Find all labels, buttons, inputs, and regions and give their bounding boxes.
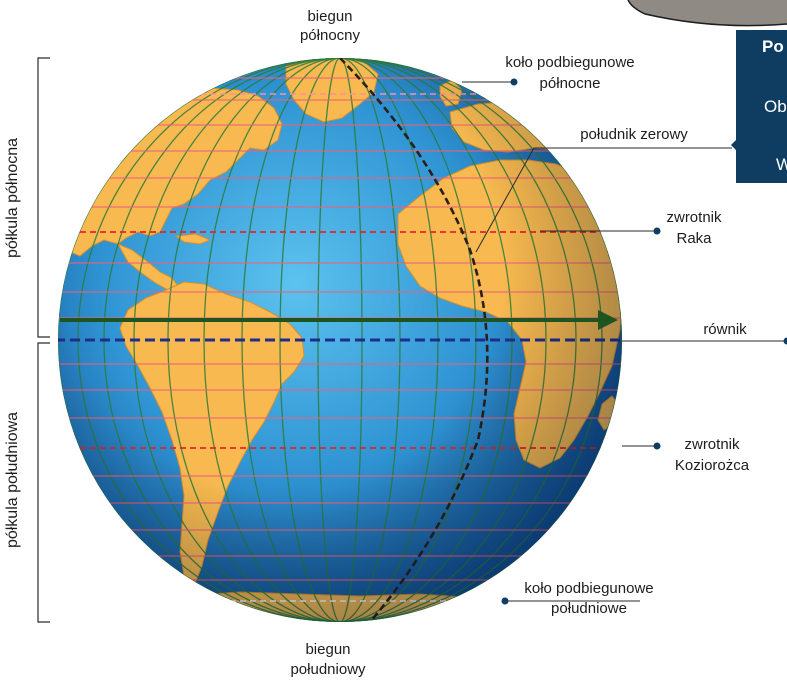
tropic-capricorn-label-line2: Koziorożca	[675, 457, 750, 474]
northern-hemisphere-bracket	[37, 57, 50, 338]
southern-hemisphere-bracket	[37, 342, 50, 623]
card-line-1: Po	[762, 37, 784, 56]
tropic-cancer-label-line2: Raka	[676, 230, 712, 247]
photo-thumbnail	[627, 0, 787, 27]
antarctic-circle-label-line1: koło podbiegunowe	[524, 580, 653, 597]
leader-lines	[462, 81, 787, 602]
info-card[interactable]: Po Ob W	[731, 30, 787, 183]
arctic-circle-label-line2: północne	[540, 75, 601, 92]
north-pole-label-line2: północny	[300, 27, 361, 44]
card-line-2: Ob	[764, 97, 787, 116]
arctic-circle-label-line1: koło podbiegunowe	[505, 54, 634, 71]
rotation-arrow	[60, 310, 618, 330]
prime-meridian-label: południk zerowy	[580, 126, 688, 143]
antarctic-circle-label-line2: południowe	[551, 600, 627, 617]
card-line-3: W	[776, 155, 787, 174]
globe	[58, 58, 622, 622]
north-pole-label-line1: biegun	[307, 8, 352, 25]
southern-hemisphere-label: półkula południowa	[4, 412, 21, 548]
globe-shading	[58, 58, 622, 622]
tropic-cancer-label-line1: zwrotnik	[666, 209, 722, 226]
tropic-capricorn-label-line1: zwrotnik	[684, 436, 740, 453]
leader-dots	[501, 78, 787, 605]
south-pole-label-line2: południowy	[290, 661, 366, 678]
south-pole-label-line1: biegun	[305, 641, 350, 658]
northern-hemisphere-label: półkula północna	[4, 138, 21, 258]
equator-label: równik	[703, 321, 747, 338]
